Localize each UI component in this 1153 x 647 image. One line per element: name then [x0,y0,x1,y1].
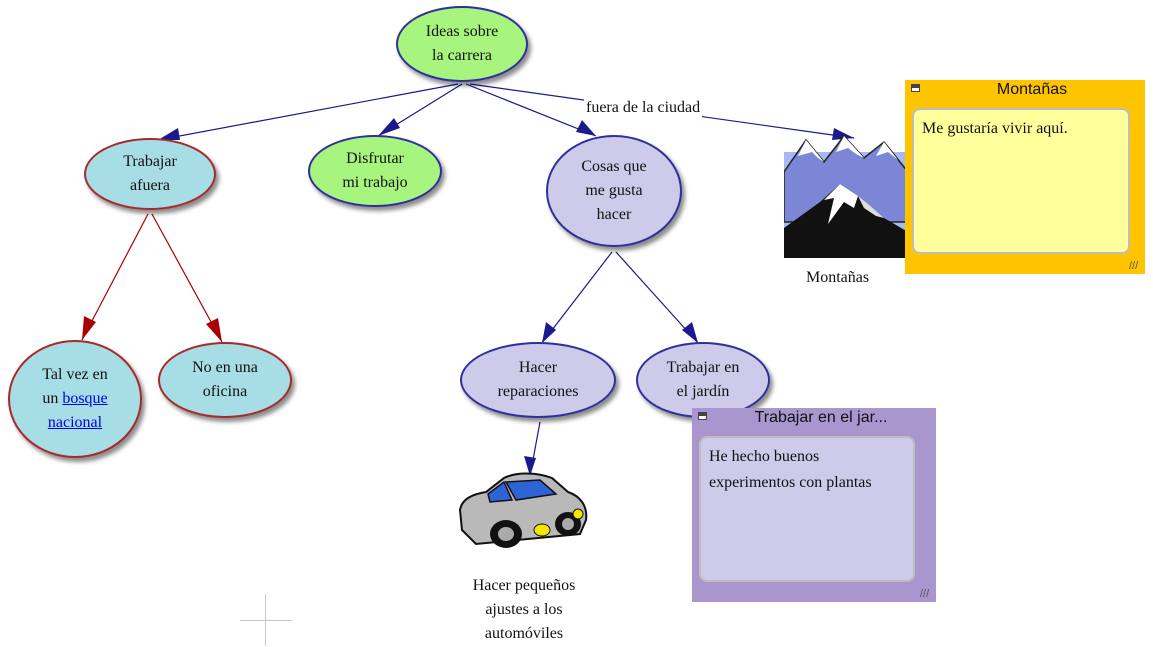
mountains-label: Montañas [806,266,870,290]
note-montanas[interactable]: Montañas Me gustaría vivir aquí. /// [905,80,1145,274]
mountains-image[interactable] [783,132,909,258]
link-ideas-trabajar [157,83,459,141]
link-trabajar-nooficina [151,213,223,343]
note-body[interactable]: He hecho buenos experimentos con plantas [699,436,915,582]
arrow-disfrutar [378,118,400,136]
cursor-crosshair-h [240,620,292,621]
link-cosas-reparaciones [541,251,613,344]
link-cosas-jardin [615,251,699,344]
arrow-nooficina [206,318,222,342]
car-image[interactable] [456,468,592,556]
note-collapse-icon[interactable] [911,84,920,92]
mountains-icon [783,134,909,258]
arrow-jardin [682,322,698,343]
car-icon [458,472,588,548]
cursor-crosshair-v [265,594,266,646]
resize-grip-icon[interactable]: /// [1129,260,1139,272]
link-label-fuera-de-la-ciudad[interactable]: fuera de la ciudad [584,96,703,120]
arrow-talvez [82,316,96,340]
note-title-bar[interactable]: Montañas [905,80,1145,100]
note-title-bar[interactable]: Trabajar en el jar... [692,408,936,428]
node-line: un bosque [42,390,108,407]
car-label: Hacer pequeños ajustes a los automóviles [456,574,592,646]
arrow-reparaciones [542,322,556,343]
arrow-montanas [832,128,854,140]
note-body[interactable]: Me gustaría vivir aquí. [912,108,1130,254]
arrow-car [524,456,536,476]
note-collapse-icon[interactable] [698,412,707,420]
node-tal-vez-en-un-bosque-nacional[interactable]: Tal vez en un bosque nacional [8,340,142,458]
note-trabajar-en-el-jardin[interactable]: Trabajar en el jar... He hecho buenos ex… [692,408,936,602]
arrow-trabajar [158,128,180,140]
bosque-nacional-link-line2[interactable]: nacional [47,414,103,431]
link-trabajar-talvez [81,213,149,341]
resize-grip-icon[interactable]: /// [920,588,930,600]
arrow-cosas [576,120,596,136]
bosque-nacional-link[interactable]: bosque [62,390,108,407]
link-ideas-cosas [465,83,597,137]
